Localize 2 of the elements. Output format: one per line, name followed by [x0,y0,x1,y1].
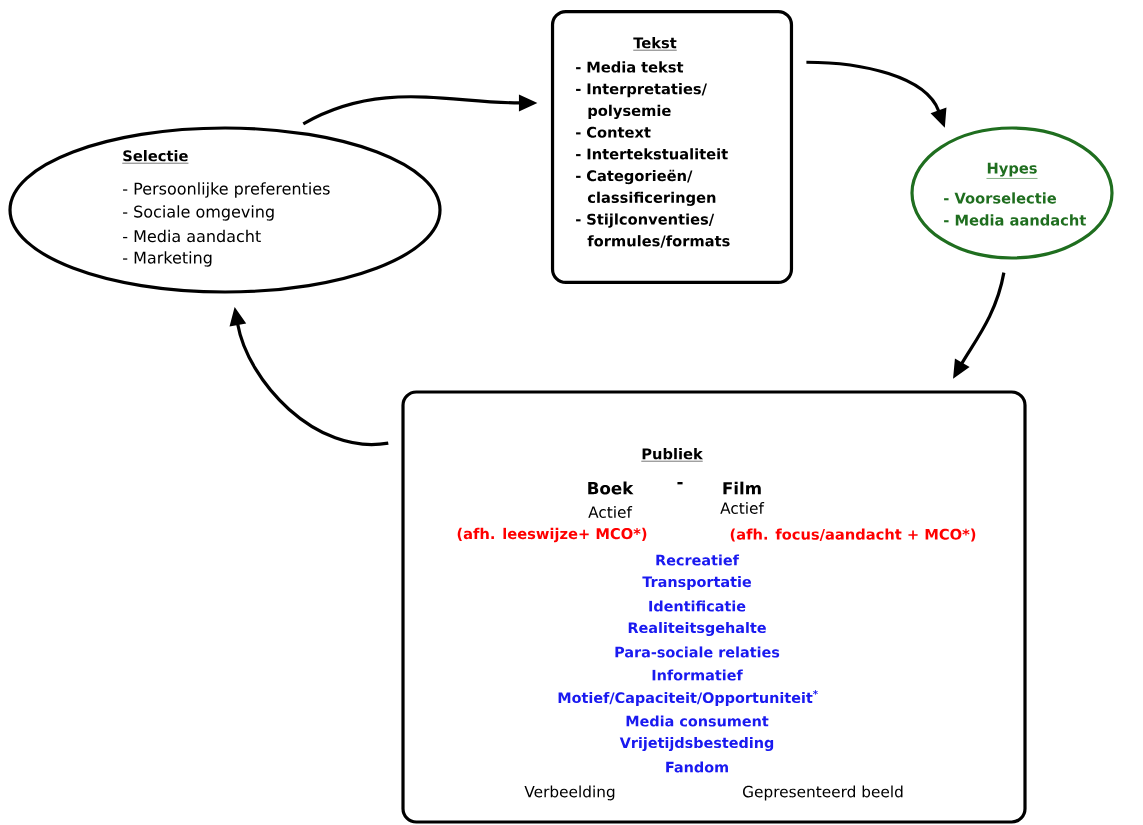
text-box: Tekst - Media tekst - Interpretaties/ polysemie - Context - Intertekstualiteit - Categorieën/ classificeringen - Stijlconventies/ formules/formats [550,9,794,285]
audience-box: Publiek Boek - Film Actief Actief (afh. leeswijze+ MCO*) (afh. focus/aandacht + MCO*) Recreatief Transportatie Identificatie Realiteitsgehalte Para-sociale relaties Informatief Motief/Capaciteit/Opportuniteit$^{*}$ Media consument Vrijetijdsbesteding Fandom Verbeelding Gepresenteerd beeld [401,390,1027,824]
